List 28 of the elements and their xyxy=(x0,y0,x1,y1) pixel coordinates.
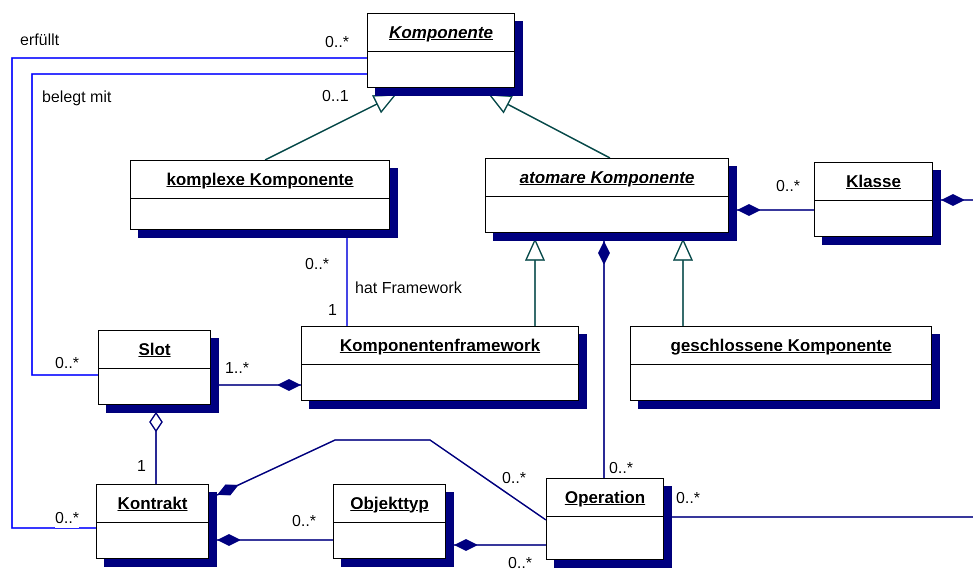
generalization-arrow xyxy=(673,239,693,326)
multiplicity-label: 0..* xyxy=(55,510,80,528)
association-line xyxy=(737,204,814,216)
class-name: Komponente xyxy=(389,22,493,42)
generalization-arrow xyxy=(489,94,610,159)
association-label: belegt mit xyxy=(42,89,112,107)
class-name: Kontrakt xyxy=(118,494,188,514)
class-name: geschlossene Komponente xyxy=(670,336,892,356)
association-line xyxy=(941,194,973,206)
class-name: atomare Komponente xyxy=(520,168,694,188)
association-line xyxy=(31,73,367,376)
association-line xyxy=(598,241,610,478)
class-name: Klasse xyxy=(846,172,901,192)
generalization-arrow xyxy=(525,239,545,326)
class-name: komplexe Komponente xyxy=(166,170,354,190)
association-line xyxy=(346,238,348,326)
association-line xyxy=(219,379,301,391)
association-line xyxy=(11,57,367,529)
association-line xyxy=(672,516,973,518)
generalization-arrow xyxy=(264,94,396,161)
association-line xyxy=(216,439,546,521)
association-line xyxy=(217,534,333,546)
class-name: Operation xyxy=(564,488,646,508)
association-line xyxy=(454,539,546,551)
class-name: Komponentenframework xyxy=(340,336,540,356)
association-line xyxy=(149,412,163,484)
class-name: Slot xyxy=(138,340,171,360)
class-name: Objekttyp xyxy=(350,494,429,514)
